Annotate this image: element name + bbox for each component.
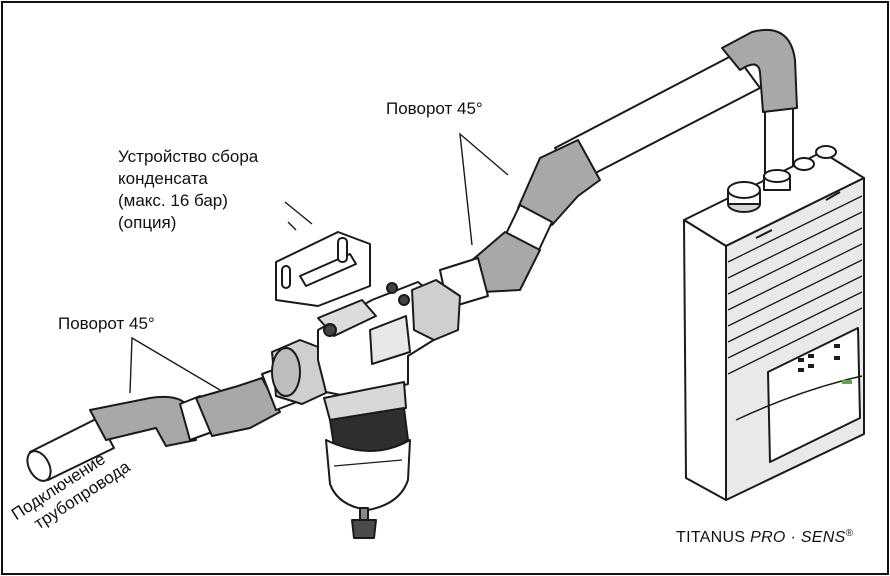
- label-line: Устройство сбора: [118, 147, 259, 166]
- label-turn-right: Поворот 45°: [386, 99, 483, 118]
- leader-turn-left: [129, 336, 221, 394]
- bolt: [323, 323, 337, 337]
- leader-collector: [287, 221, 297, 231]
- union-nut: [411, 279, 461, 341]
- bracket-hole: [281, 265, 291, 289]
- drain-stem: [359, 507, 369, 521]
- leader-turn-right: [459, 132, 509, 246]
- bolt: [386, 282, 398, 294]
- label-line: (макс. 16 бар): [118, 191, 228, 210]
- elbow-fitting: [89, 395, 197, 447]
- condensate-collector: [271, 231, 461, 539]
- elbow-fitting: [721, 28, 798, 113]
- elbow-fitting: [195, 377, 281, 437]
- brand-model-b: SENS: [800, 529, 846, 546]
- label-line: конденсата: [118, 169, 208, 188]
- accent-led: [842, 380, 852, 384]
- brand-model-a: PRO: [750, 529, 786, 546]
- device-ribs: [727, 195, 863, 375]
- pipe-opening: [26, 450, 52, 482]
- port: [815, 145, 837, 159]
- pipe-run-right: [439, 28, 798, 309]
- label-line: (опция): [118, 213, 177, 232]
- device-panel-curve: [735, 375, 863, 421]
- drain-plug: [351, 519, 377, 539]
- leader-lines: [129, 132, 509, 394]
- device-side: [683, 219, 727, 501]
- indicator-leds: [798, 344, 840, 372]
- port: [727, 181, 761, 199]
- bowl-rim: [333, 459, 403, 467]
- brand-name: TITANUS: [676, 529, 746, 546]
- bolt: [398, 294, 410, 306]
- port: [763, 169, 791, 183]
- port: [793, 157, 815, 171]
- collector-bowl: [325, 439, 411, 511]
- label-turn-left: Поворот 45°: [58, 314, 155, 333]
- union-nut-face: [271, 347, 301, 397]
- leader-collector-b: [284, 201, 313, 225]
- brand-separator: ·: [790, 529, 797, 546]
- bracket-hole: [337, 237, 348, 263]
- label-condensate-collector: Устройство сбора конденсата (макс. 16 ба…: [118, 146, 258, 234]
- pipe-run-left: [26, 363, 303, 482]
- brand-label: TITANUS PRO · SENS®: [676, 523, 853, 549]
- device-panel: [767, 327, 861, 463]
- titanus-device: [683, 145, 865, 501]
- valve-cap: [369, 315, 411, 365]
- brand-mark: ®: [845, 528, 854, 539]
- elbow-fitting: [469, 231, 541, 293]
